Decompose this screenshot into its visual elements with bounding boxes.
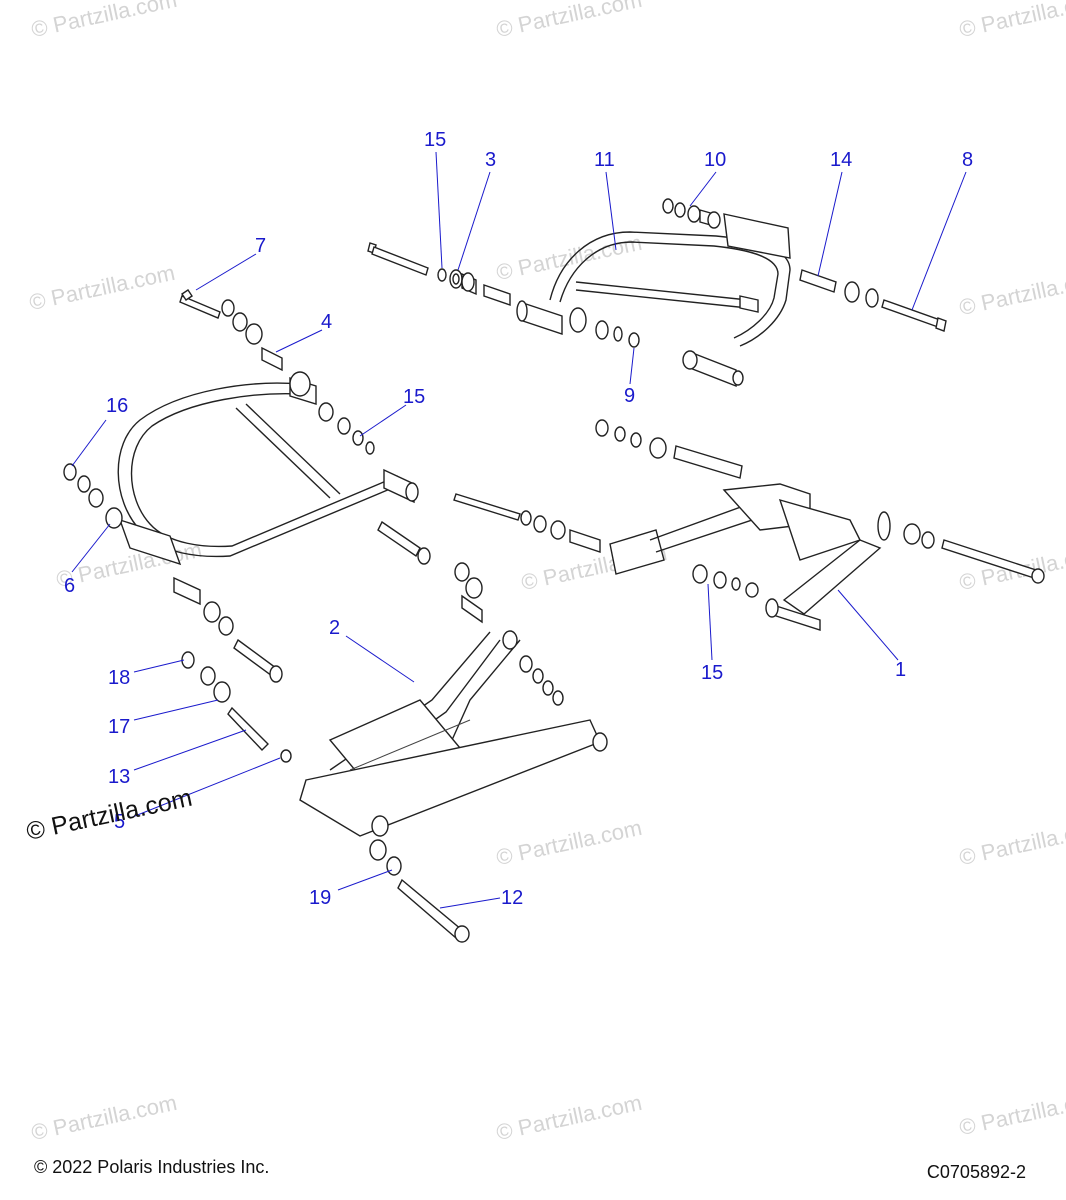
callout-1[interactable]: 1 (895, 659, 907, 681)
callout-11[interactable]: 11 (594, 149, 615, 171)
callout-18[interactable]: 18 (108, 667, 131, 689)
callout-6[interactable]: 6 (64, 575, 76, 597)
callout-7[interactable]: 7 (255, 235, 267, 257)
callout-17[interactable]: 17 (108, 716, 131, 738)
washer-19 (386, 856, 402, 876)
callout-3[interactable]: 3 (485, 149, 497, 171)
bushing-3-top (449, 269, 463, 289)
nut-16 (63, 463, 77, 481)
bushing-10-group (662, 198, 721, 229)
callout-9[interactable]: 9 (624, 385, 636, 407)
bolt-top-left (367, 242, 429, 276)
lower-arm-2 (181, 520, 608, 943)
sleeve-14 (799, 269, 837, 293)
callout-19[interactable]: 19 (309, 887, 332, 909)
callout-8[interactable]: 8 (962, 149, 974, 171)
callout-5[interactable]: 5 (114, 811, 126, 833)
callout-13[interactable]: 13 (108, 766, 131, 788)
callout-4[interactable]: 4 (321, 311, 333, 333)
callout-2[interactable]: 2 (329, 617, 341, 639)
leader-lines (71, 151, 967, 909)
bushing-6 (105, 507, 123, 529)
callout-15-bottom[interactable]: 15 (701, 662, 724, 684)
callout-10[interactable]: 10 (704, 149, 727, 171)
callout-15-mid[interactable]: 15 (403, 386, 426, 408)
spacer-top-b (483, 284, 511, 306)
pin-4 (261, 346, 283, 372)
callout-12[interactable]: 12 (501, 887, 524, 909)
sleeve-13 (227, 706, 269, 752)
bolt-12 (397, 878, 463, 940)
bolt-8 (881, 299, 941, 328)
washer-5 (280, 749, 292, 763)
callout-16[interactable]: 16 (106, 395, 129, 417)
diagram-code: C0705892-2 (926, 1162, 1026, 1182)
lower-arm-1 (453, 419, 1045, 631)
upper-arm-assembly-top (367, 198, 947, 388)
bolt-7 (179, 295, 221, 319)
washer-15-top (437, 268, 447, 282)
bushing-17 (213, 681, 231, 703)
upper-arm-assembly-left (63, 289, 419, 683)
copyright-text: © 2022 Polaris Industries Inc. (34, 1157, 270, 1177)
nut-9 (628, 332, 640, 348)
callout-14[interactable]: 14 (830, 149, 853, 171)
callout-15-top[interactable]: 15 (424, 129, 447, 151)
